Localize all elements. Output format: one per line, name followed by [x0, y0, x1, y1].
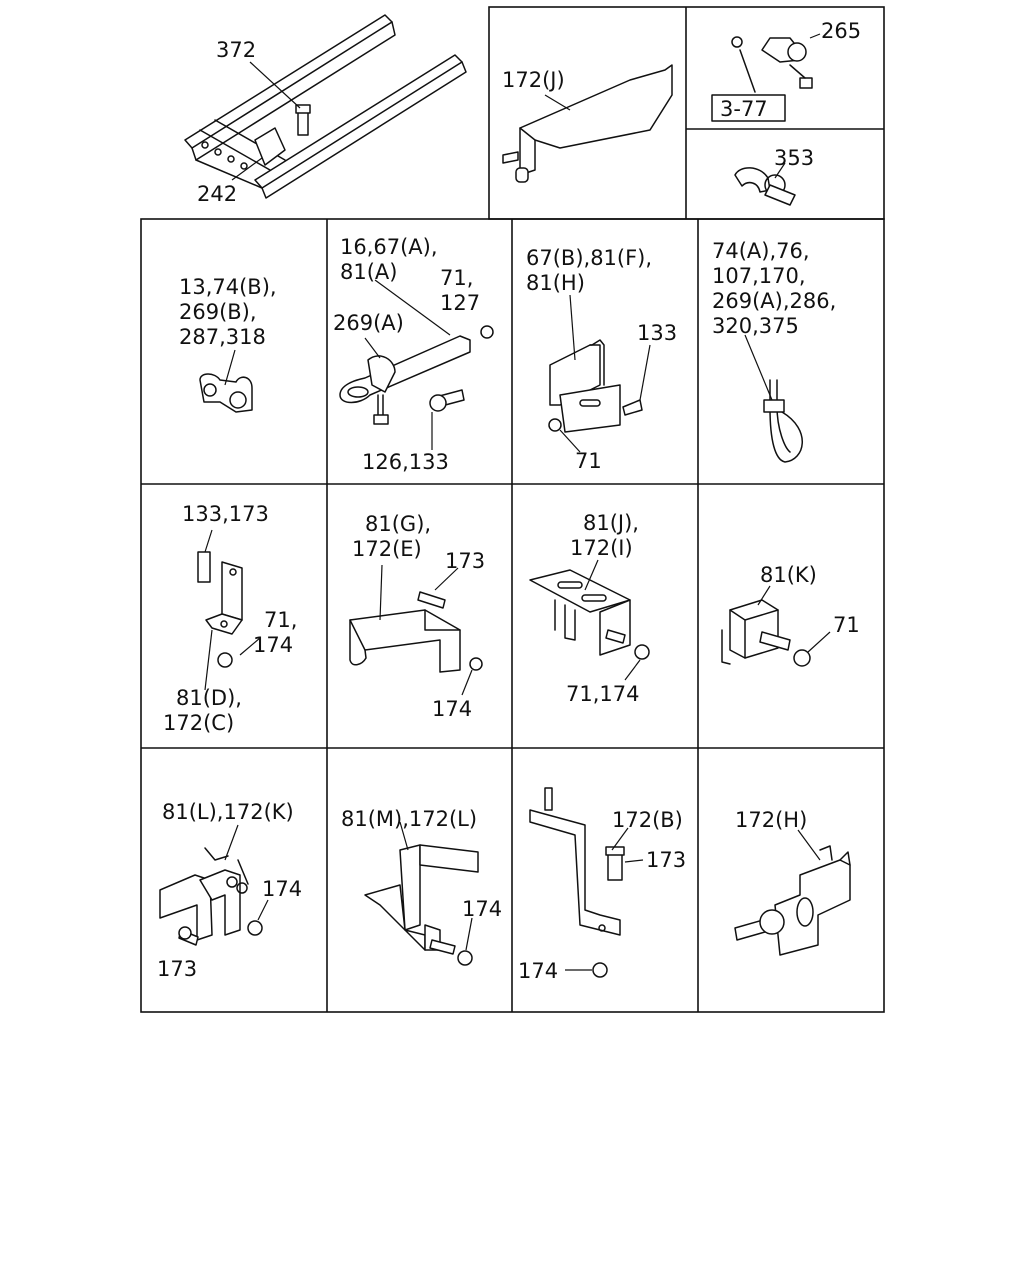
r1c2-label-5: 126,133 [362, 450, 449, 474]
r1c1-label-1: 269(B), [179, 300, 257, 324]
bracket-r3c1-drawing [159, 824, 269, 946]
r2c2-label-3: 174 [432, 697, 472, 721]
r1c2-label-4: 269(A) [333, 311, 404, 335]
ref-box-text: 3-77 [720, 97, 768, 121]
bracket-r1c2-drawing [339, 279, 494, 450]
r3c3-label-0: 172(B) [612, 808, 683, 832]
callout-242: 242 [197, 182, 237, 206]
bracket-r2c1-drawing [197, 529, 261, 691]
bracket-r1c3-drawing [548, 294, 651, 453]
r2c2-label-2: 173 [445, 549, 485, 573]
r2c2-label-0: 81(G), [365, 512, 431, 536]
bracket-172j-drawing [502, 64, 673, 183]
r2c1-label-0: 133,173 [182, 502, 269, 526]
bracket-r2c2-drawing [349, 564, 483, 696]
label-265: 265 [821, 19, 861, 43]
bracket-r2c4-drawing [721, 585, 831, 667]
r2c1-label-4: 172(C) [163, 711, 234, 735]
clamp-353-drawing [734, 162, 796, 206]
r1c4-label-3: 320,375 [712, 314, 799, 338]
frame-rail-drawing [184, 14, 467, 199]
callout-372: 372 [216, 38, 256, 62]
r3c3-label-1: 173 [646, 848, 686, 872]
label-353: 353 [774, 146, 814, 170]
r2c3-label-0: 81(J), [583, 511, 639, 535]
r3c2-label-1: 174 [462, 897, 502, 921]
r1c3-label-0: 67(B),81(F), [526, 246, 652, 270]
r1c3-label-2: 133 [637, 321, 677, 345]
r3c1-label-0: 81(L),172(K) [162, 800, 294, 824]
r2c1-label-1: 71, [264, 608, 297, 632]
bracket-r3c3-drawing [529, 787, 644, 978]
label-172j: 172(J) [502, 68, 565, 92]
grid [140, 6, 885, 1013]
r1c4-label-0: 74(A),76, [712, 239, 810, 263]
ref-box [711, 94, 786, 122]
bracket-r3c2-drawing [364, 821, 479, 966]
r3c1-label-2: 173 [157, 957, 197, 981]
r1c3-label-3: 71 [575, 449, 602, 473]
r2c3-label-2: 71,174 [566, 682, 639, 706]
r3c1-label-1: 174 [262, 877, 302, 901]
r1c2-label-2: 71, [440, 266, 473, 290]
r2c2-label-1: 172(E) [352, 537, 422, 561]
r1c1-label-2: 287,318 [179, 325, 266, 349]
r1c2-label-1: 81(A) [340, 260, 397, 284]
cable-tie-r1c4-drawing [744, 334, 803, 463]
r2c1-label-2: 174 [253, 633, 293, 657]
clip-265-drawing [731, 33, 821, 93]
r1c1-label-0: 13,74(B), [179, 275, 277, 299]
clip-r1c1-drawing [199, 349, 253, 413]
r2c4-label-1: 71 [833, 613, 860, 637]
r3c2-label-0: 81(M),172(L) [341, 807, 477, 831]
r1c3-label-1: 81(H) [526, 271, 585, 295]
r1c4-label-1: 107,170, [712, 264, 806, 288]
r1c2-label-0: 16,67(A), [340, 235, 438, 259]
r1c2-label-3: 127 [440, 291, 480, 315]
r2c3-label-1: 172(I) [570, 536, 633, 560]
r3c4-label-0: 172(H) [735, 808, 807, 832]
r3c3-label-2: 174 [518, 959, 558, 983]
bracket-r3c4-drawing [734, 829, 851, 956]
r2c4-label-0: 81(K) [760, 563, 817, 587]
r1c4-label-2: 269(A),286, [712, 289, 836, 313]
bracket-r2c3-drawing [529, 559, 650, 681]
r2c1-label-3: 81(D), [176, 686, 242, 710]
